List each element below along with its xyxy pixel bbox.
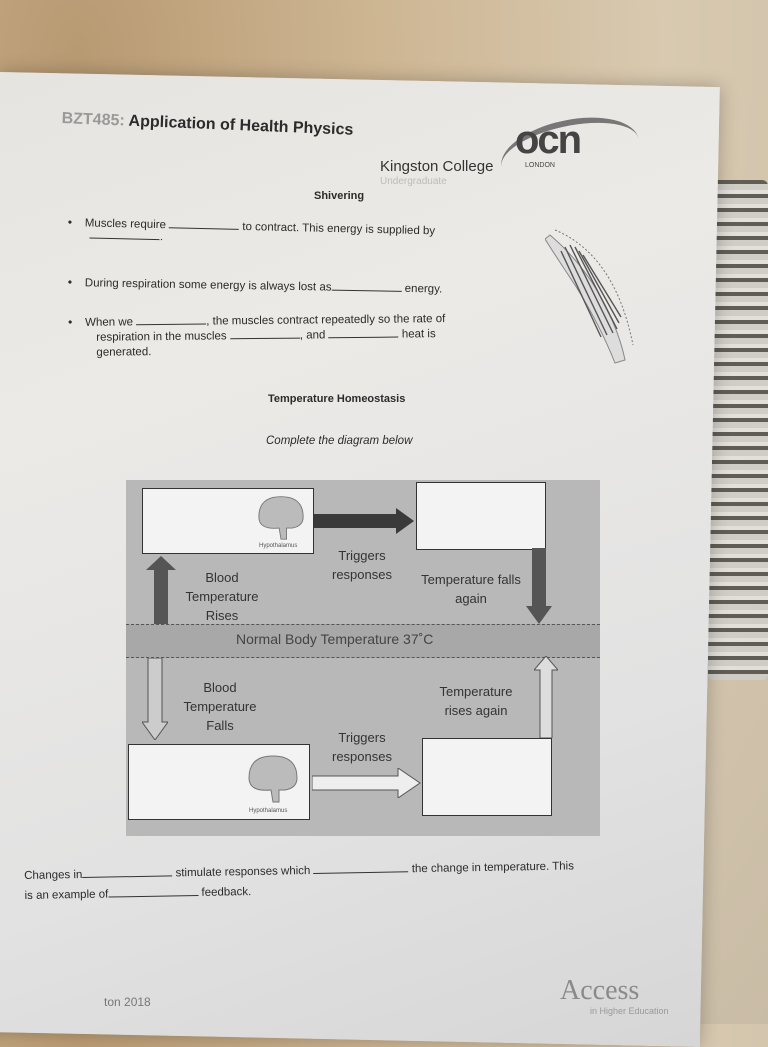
label-blood-temp-falls: Blood Temperature Falls	[183, 680, 257, 733]
section-title-homeostasis: Temperature Homeostasis	[268, 393, 406, 405]
course-code: BZT485:	[61, 110, 126, 130]
arrow-up-light-icon	[534, 656, 558, 738]
hypothalamus-label: Hypothalamus	[259, 543, 298, 549]
label-temp-falls-again: Temperature falls again	[421, 572, 521, 606]
answer-box-top-right[interactable]	[416, 482, 546, 550]
section-title-shivering: Shivering	[314, 190, 365, 202]
label-blood-temp-rises: Blood Temperature Rises	[185, 570, 259, 623]
access-logo: Access	[560, 975, 640, 1006]
label-temp-rises-again: Temperature rises again	[439, 684, 513, 718]
normal-temperature-band: Normal Body Temperature 37˚C	[126, 624, 600, 658]
brain-icon	[258, 496, 304, 540]
label-triggers-top: Triggers responses	[332, 548, 392, 582]
arrow-down-dark-icon	[526, 548, 552, 624]
notebook-spiral	[708, 180, 768, 680]
college-subtitle: Undergraduate	[380, 176, 447, 187]
footer-year: ton 2018	[104, 995, 151, 1009]
arrow-right-dark-icon	[314, 508, 414, 534]
arrow-up-dark-icon	[146, 556, 176, 626]
diagram-instruction: Complete the diagram below	[266, 435, 413, 447]
arrow-right-light-icon	[312, 768, 421, 798]
normal-temperature-label: Normal Body Temperature 37˚C	[236, 631, 434, 647]
hypothalamus-label: Hypothalamus	[249, 808, 288, 814]
muscle-illustration	[545, 229, 634, 364]
ocn-logo: ocn	[515, 118, 582, 162]
bullet-3: • When we , the muscles contract repeate…	[68, 313, 446, 359]
access-logo-sub: in Higher Education	[590, 1006, 669, 1016]
label-triggers-bottom: Triggers responses	[332, 730, 392, 764]
answer-box-bottom-right[interactable]	[422, 738, 552, 816]
arrow-down-light-icon	[142, 658, 168, 740]
answer-box-bottom-left[interactable]: Hypothalamus	[128, 744, 310, 820]
answer-box-top-left[interactable]: Hypothalamus	[142, 488, 314, 554]
college-name: Kingston College	[380, 158, 494, 175]
brain-icon	[248, 755, 298, 803]
homeostasis-diagram: Hypothalamus Blood Temperature Rises Tri…	[126, 480, 600, 836]
ocn-logo-sub: LONDON	[525, 162, 555, 169]
